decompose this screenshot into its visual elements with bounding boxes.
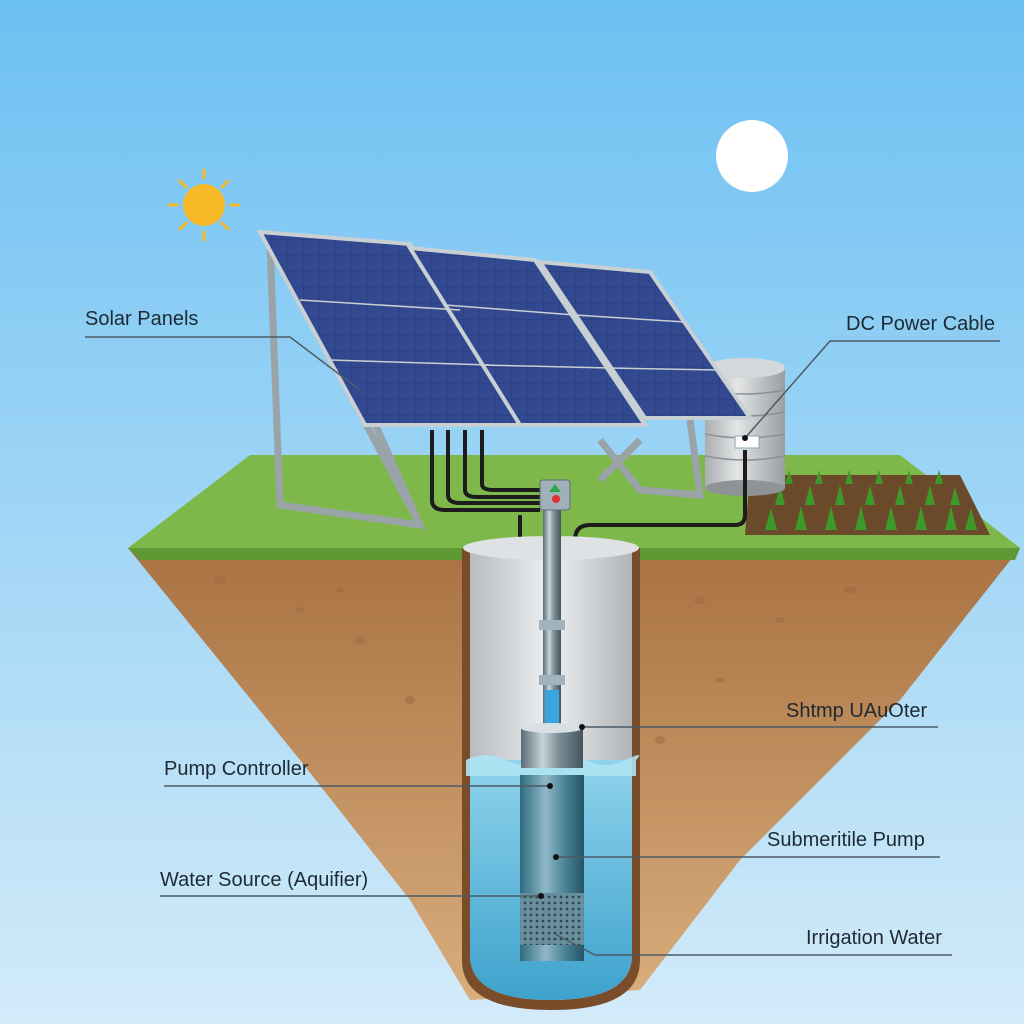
leader-dots	[538, 435, 748, 899]
label-pump-controller: Pump Controller	[164, 758, 309, 780]
pump-controller-box	[539, 479, 571, 511]
label-water-source: Water Source (Aquifier)	[160, 869, 369, 891]
bright-sun-icon	[716, 120, 788, 192]
submersible-pump-body	[520, 775, 584, 893]
leader-lines	[85, 336, 1000, 956]
label-solar-panels: Solar Panels	[85, 308, 199, 330]
riser-pipe	[543, 508, 561, 730]
soil-pebbles	[214, 576, 856, 744]
label-dc-power-cable: DC Power Cable	[846, 313, 995, 335]
pump-intake-screen	[520, 893, 584, 945]
solar-panels	[256, 229, 754, 427]
sun-icon	[167, 168, 241, 242]
pump-head	[521, 728, 583, 768]
label-submersible-pump: Submeritile Pump	[767, 829, 925, 851]
crop-field	[745, 470, 990, 535]
label-stump-unit: Shtmp UAuOter	[786, 700, 928, 722]
label-irrigation-water: Irrigation Water	[806, 927, 942, 949]
